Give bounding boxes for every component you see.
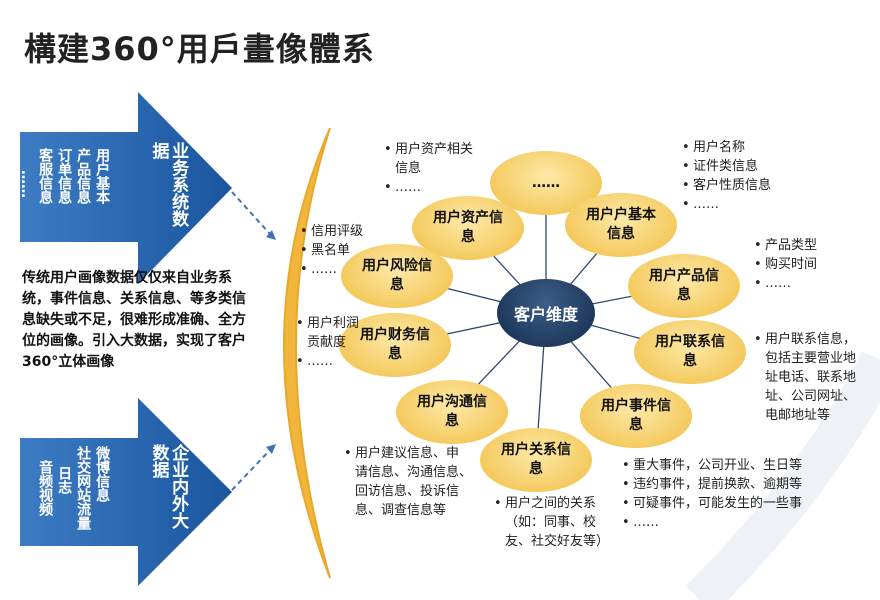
note-finance-line: 用户利润 <box>307 316 360 331</box>
note-event: •重大事件，公司开业、生日等 •违约事件，提前换款、逾期等 •可疑事件，可能发生… <box>622 458 803 530</box>
bottom-arrow-shape <box>20 398 232 586</box>
note-asset: •用户资产相关 信息 •…… <box>384 142 474 195</box>
node-product: 用户产品信息 <box>628 254 740 318</box>
bottom-arrow-col-4: 音频视频 <box>37 460 54 516</box>
note-relation: •用户之间的关系 （如：同事、校 友、社交好友等） <box>494 496 610 549</box>
node-finance: 用户财务信息 <box>339 313 451 377</box>
node-comm-label: 用户沟通信息 <box>417 394 487 429</box>
note-finance-line: …… <box>307 354 333 369</box>
node-contact: 用户联系信息 <box>634 320 746 384</box>
dashed-connector-top-head <box>266 230 276 240</box>
note-comm-line: 请信息、沟通信息、 <box>355 465 473 480</box>
note-risk-line: …… <box>311 262 337 277</box>
note-finance: •用户利润 贡献度 •…… <box>296 316 360 369</box>
top-arrow-label: 业务系统数据 <box>148 142 189 227</box>
description-text: 传统用户画像数据仅仅来自业务系统，事件信息、关系信息、等多类信息缺失或不足，很难… <box>22 270 246 370</box>
note-contact-line: 址电话、联系地 <box>765 370 857 385</box>
note-comm: •用户建议信息、申 请信息、沟通信息、 回访信息、投诉信 息、调查信息等 <box>344 446 473 518</box>
bottom-arrow-col-3: 日志 <box>56 466 73 494</box>
node-basic: 用户户基本信息 <box>565 193 677 257</box>
note-asset-line: …… <box>395 180 421 195</box>
node-risk: 用户风险信息 <box>341 244 453 308</box>
note-comm-line: 回访信息、投诉信 <box>355 484 460 499</box>
top-arrow-col-1: 用户基本 <box>94 148 111 204</box>
dashed-connector-bottom-head <box>266 444 276 454</box>
crescent-bracket <box>283 127 331 579</box>
note-risk-line: 黑名单 <box>311 243 351 258</box>
note-contact-line: 电邮地址等 <box>765 408 831 423</box>
note-risk-line: 信用评级 <box>311 224 364 239</box>
note-comm-line: 息、调查信息等 <box>355 503 447 518</box>
node-finance-label: 用户财务信息 <box>360 327 430 362</box>
note-product: •产品类型 •购买时间 •…… <box>754 238 818 291</box>
note-basic-line: …… <box>693 197 719 212</box>
note-comm-line: 用户建议信息、申 <box>355 446 460 461</box>
node-asset-label: 用户资产信息 <box>433 210 503 245</box>
node-event: 用户事件信息 <box>580 384 692 448</box>
node-basic-label: 用户户基本信息 <box>586 207 656 242</box>
top-arrow-shape <box>20 92 232 284</box>
note-basic-line: 客户性质信息 <box>693 178 772 193</box>
bottom-arrow-label: 企业内外大数据 <box>148 444 189 529</box>
dashed-connector-bottom <box>231 449 271 491</box>
top-arrow-col-5: …… <box>18 170 35 198</box>
top-arrow-col-4: 客服信息 <box>37 148 54 204</box>
bottom-arrow-col-1: 微博信息 <box>94 446 111 502</box>
note-contact: •用户联系信息， 包括主要营业地 址电话、联系地 址、公司网址、 电邮地址等 <box>754 332 857 423</box>
note-finance-line: 贡献度 <box>307 335 347 350</box>
note-asset-line: 用户资产相关 <box>395 142 474 157</box>
node-top-label: …… <box>532 174 560 191</box>
note-contact-line: 址、公司网址、 <box>765 389 857 404</box>
page-title: 構建360°用戶畫像體系 <box>24 30 375 68</box>
note-product-line: 购买时间 <box>765 257 818 272</box>
note-event-line: …… <box>633 515 659 530</box>
node-comm: 用户沟通信息 <box>396 380 508 444</box>
note-contact-line: 用户联系信息， <box>765 332 857 347</box>
note-product-line: …… <box>765 276 791 291</box>
node-top: …… <box>490 151 602 215</box>
note-event-line: 重大事件，公司开业、生日等 <box>633 458 803 473</box>
node-asset: 用户资产信息 <box>412 196 524 260</box>
node-risk-label: 用户风险信息 <box>362 258 432 293</box>
note-event-line: 违约事件，提前换款、逾期等 <box>633 477 803 492</box>
note-relation-line: 友、社交好友等） <box>505 534 610 549</box>
note-basic-line: 证件类信息 <box>693 159 759 174</box>
dashed-connector-top <box>231 191 271 235</box>
node-relation: 用户关系信息 <box>480 428 592 492</box>
top-arrow-col-2: 产品信息 <box>75 148 92 204</box>
center-node: 客户维度 <box>497 279 595 347</box>
node-event-label: 用户事件信息 <box>601 398 671 433</box>
note-event-line: 可疑事件，可能发生的一些事 <box>633 496 803 511</box>
note-contact-line: 包括主要营业地 <box>765 351 857 366</box>
note-risk: •信用评级 •黑名单 •…… <box>300 224 364 277</box>
node-contact-label: 用户联系信息 <box>655 334 725 369</box>
note-relation-line: （如：同事、校 <box>505 515 597 530</box>
top-arrow-col-3: 订单信息 <box>56 148 73 204</box>
node-relation-label: 用户关系信息 <box>501 442 571 477</box>
note-product-line: 产品类型 <box>765 238 818 253</box>
note-basic: •用户名称 •证件类信息 •客户性质信息 •…… <box>682 140 772 212</box>
note-relation-line: 用户之间的关系 <box>505 496 597 511</box>
bottom-arrow-col-2: 社交网站流量 <box>75 446 92 530</box>
decorative-arc <box>685 351 880 600</box>
node-product-label: 用户产品信息 <box>649 268 719 303</box>
note-asset-line: 信息 <box>395 161 422 176</box>
note-basic-line: 用户名称 <box>693 140 746 155</box>
